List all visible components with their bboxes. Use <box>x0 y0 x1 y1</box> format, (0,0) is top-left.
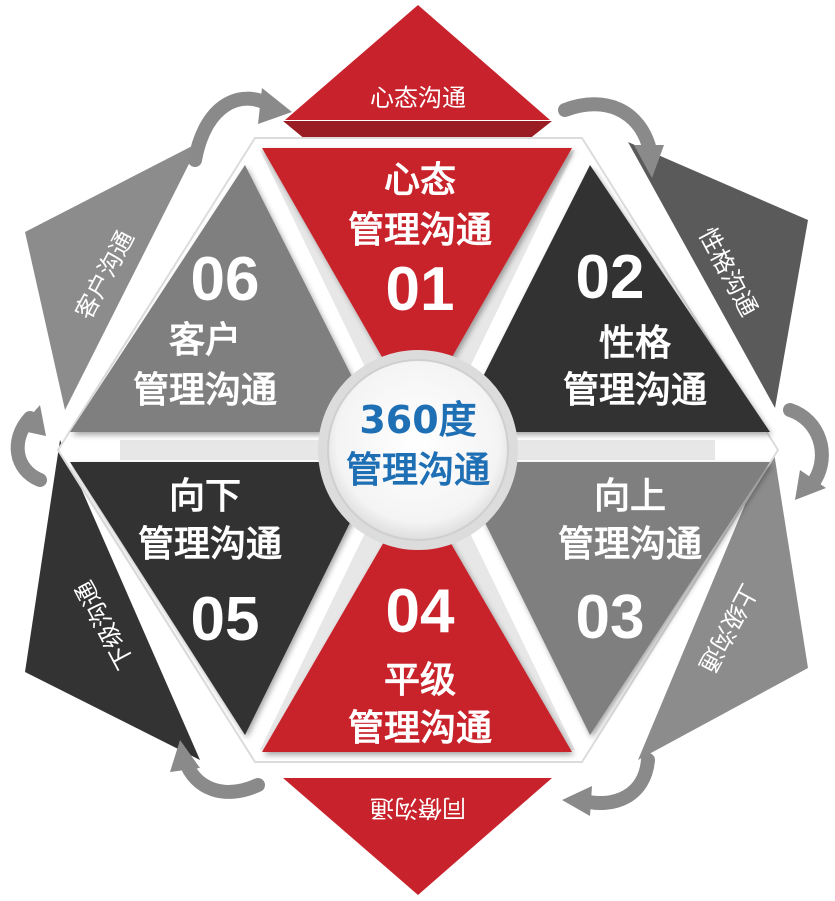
arrow-icon-right <box>783 403 829 487</box>
segment-02: 02 性格 管理沟通 <box>563 243 707 411</box>
segment-06-shape <box>70 165 380 432</box>
segment-02-shape <box>455 165 770 432</box>
segment-06-title: 客户 <box>169 320 241 361</box>
segment-05-shape <box>70 462 380 735</box>
segment-05-number: 05 <box>191 585 260 654</box>
outer-banners <box>25 5 808 895</box>
segment-03-shape <box>455 462 770 735</box>
segments <box>70 148 770 752</box>
arrow-icon-top-right <box>558 97 657 157</box>
arrow-head-icon <box>795 470 826 500</box>
outer-label-bottom: 同僚沟通 <box>370 794 466 822</box>
segment-04-title: 平级 <box>384 660 456 701</box>
segment-06-subtitle: 管理沟通 <box>133 370 277 411</box>
segment-06: 06 客户 管理沟通 <box>133 245 277 411</box>
segment-02-title: 性格 <box>599 323 672 364</box>
center-title: 360度 <box>359 398 476 442</box>
arrow-head-icon <box>170 740 200 772</box>
segment-03-title: 向上 <box>594 476 666 517</box>
outer-banner-upper-left <box>25 142 200 410</box>
segment-05-title: 向下 <box>169 476 241 517</box>
segment-05: 向下 管理沟通 05 <box>138 476 282 654</box>
outer-banner-top <box>285 5 550 120</box>
arrow-icon-top-left <box>188 91 277 167</box>
segment-03-number: 03 <box>576 583 645 652</box>
outer-banner-top-lower <box>283 121 552 140</box>
outer-banner-lower-left <box>25 440 200 760</box>
segment-03-subtitle: 管理沟通 <box>558 524 702 565</box>
segment-04-subtitle: 管理沟通 <box>348 708 492 749</box>
segment-03: 向上 管理沟通 03 <box>558 476 702 652</box>
outer-banner-bottom <box>283 778 552 895</box>
segment-01-shape <box>262 148 572 418</box>
segment-02-subtitle: 管理沟通 <box>563 370 707 411</box>
segment-01-subtitle: 管理沟通 <box>348 210 492 251</box>
outer-banner-upper-right <box>628 142 808 408</box>
center-subtitle: 管理沟通 <box>346 450 490 491</box>
segment-05-subtitle: 管理沟通 <box>138 524 282 565</box>
segment-06-number: 06 <box>191 245 260 314</box>
arrow-head-icon <box>634 145 664 178</box>
segment-01-number: 01 <box>386 255 455 324</box>
segment-04-shape <box>262 485 572 752</box>
segment-04: 04 平级 管理沟通 <box>348 577 492 749</box>
outer-label-top: 心态沟通 <box>370 84 466 112</box>
segment-01-title: 心态 <box>384 160 456 201</box>
cycle-arrows <box>10 88 829 816</box>
arrow-head-icon <box>562 786 592 816</box>
arrow-head-icon <box>258 88 292 124</box>
segment-02-number: 02 <box>576 243 645 312</box>
segment-01: 心态 管理沟通 01 <box>348 160 492 324</box>
center-hub: 360度 管理沟通 <box>318 350 518 550</box>
segment-04-number: 04 <box>386 577 455 646</box>
arrow-head-icon <box>18 405 46 436</box>
outer-banner-lower-right <box>638 440 808 760</box>
